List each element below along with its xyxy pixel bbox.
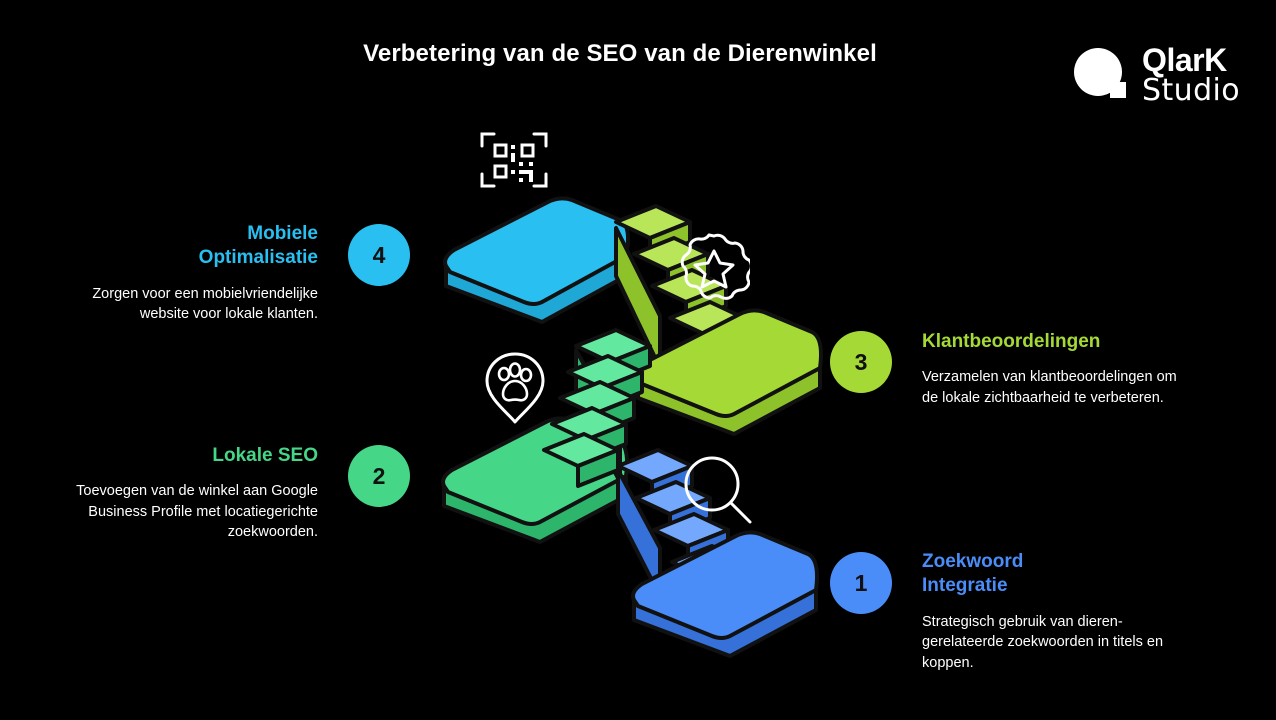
logo-wordmark: QlarK Studio xyxy=(1142,41,1240,108)
brand-logo: QlarK Studio xyxy=(1074,41,1240,108)
step-number-circle-3[interactable]: 3 xyxy=(830,331,892,393)
step-block-1: Zoekwoord Integratie Strategisch gebruik… xyxy=(922,550,1184,673)
step-1-number: 1 xyxy=(854,569,868,596)
step-1-body: Strategisch gebruik van dieren-gerelatee… xyxy=(922,613,1164,671)
logo-square-shape xyxy=(1110,82,1127,98)
platform-step-1 xyxy=(631,530,819,658)
logo-name-primary: QlarK xyxy=(1142,41,1227,78)
magnifier-icon xyxy=(680,452,756,533)
step-4-heading-line1: Mobiele xyxy=(247,223,318,244)
step-2-heading: Lokale SEO xyxy=(212,445,318,466)
page-title: Verbetering van de SEO van de Dierenwink… xyxy=(363,40,877,67)
staircase-illustration xyxy=(420,110,860,670)
stairs-mint xyxy=(542,328,652,488)
step-3-heading: Klantbeoordelingen xyxy=(922,331,1101,352)
step-3-number: 3 xyxy=(854,348,868,375)
step-4-body: Zorgen voor een mobielvriendelijke websi… xyxy=(92,285,318,323)
step-block-3: Klantbeoordelingen Verzamelen van klantb… xyxy=(922,330,1184,408)
step-4-heading: Mobiele Optimalisatie xyxy=(60,222,318,271)
platform-step-3 xyxy=(635,308,823,436)
step-2-number: 2 xyxy=(372,462,386,489)
step-block-2: Lokale SEO Toevoegen van de winkel aan G… xyxy=(60,444,318,543)
step-block-4: Mobiele Optimalisatie Zorgen voor een mo… xyxy=(60,222,318,325)
step-1-heading-line1: Zoekwoord xyxy=(922,551,1024,572)
step-number-circle-2[interactable]: 2 xyxy=(348,445,410,507)
step-number-circle-4[interactable]: 4 xyxy=(348,224,410,286)
step-1-heading-line2: Integratie xyxy=(922,575,1008,597)
step-number-circle-1[interactable]: 1 xyxy=(830,552,892,614)
step-2-body: Toevoegen van de winkel aan Google Busin… xyxy=(76,483,318,541)
star-badge-icon xyxy=(678,232,753,309)
circle-square-logo-icon xyxy=(1074,46,1132,104)
step-1-heading: Zoekwoord Integratie xyxy=(922,550,1184,599)
step-4-number: 4 xyxy=(372,241,386,268)
paw-location-pin-icon xyxy=(482,350,548,431)
step-4-heading-line2: Optimalisatie xyxy=(198,247,318,269)
qr-code-scan-icon xyxy=(478,128,550,197)
platform-step-4 xyxy=(443,196,630,324)
step-3-body: Verzamelen van klantbeoordelingen om de … xyxy=(922,369,1177,406)
logo-name-secondary: Studio xyxy=(1142,72,1240,108)
